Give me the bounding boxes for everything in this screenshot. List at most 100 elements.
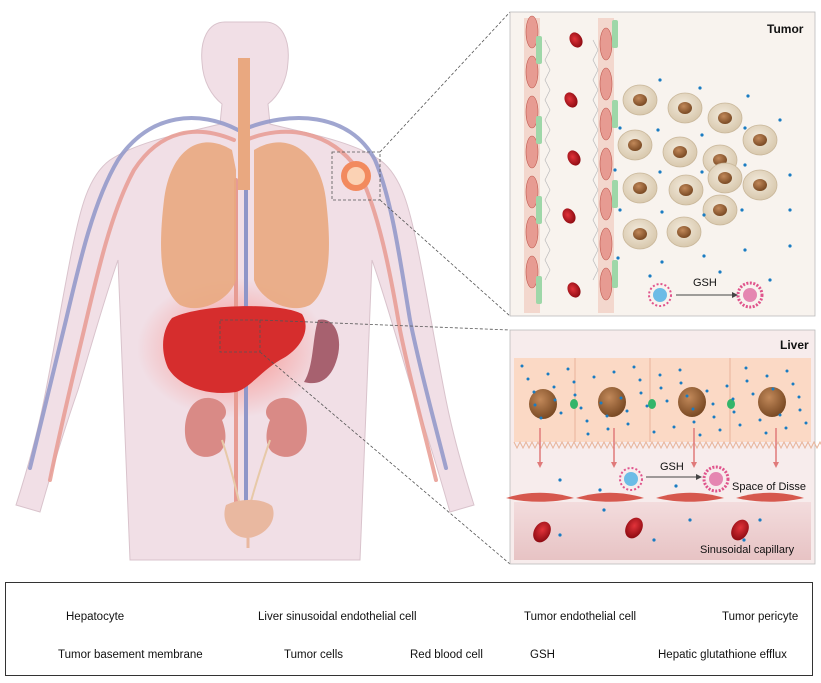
hepatocyte-nucleus	[678, 387, 706, 417]
tumor-endothelial-cell	[525, 55, 539, 89]
gsh-dot	[758, 518, 762, 522]
hepatocyte-granule	[648, 399, 656, 409]
tumor-cell-nucleus	[633, 182, 647, 194]
gsh-dot	[784, 426, 788, 430]
gsh-dot	[573, 393, 577, 397]
red-blood-cell	[533, 521, 551, 543]
gsh-dot	[746, 94, 750, 98]
liver-gsh-arrowhead	[696, 474, 702, 480]
gsh-dot	[652, 430, 656, 434]
efflux-arrowhead	[773, 462, 779, 468]
gsh-dot	[533, 403, 537, 407]
gsh-dot	[718, 270, 722, 274]
hepatocyte-nuclei	[529, 387, 786, 419]
legend-basement-label: Tumor basement membrane	[58, 649, 203, 661]
gsh-dot	[598, 488, 602, 492]
gsh-dot	[743, 248, 747, 252]
gsh-dot	[566, 367, 570, 371]
tumor-endothelial-cell	[599, 187, 613, 221]
gsh-dot	[771, 387, 775, 391]
gsh-dot	[692, 420, 696, 424]
legend-pericyte-label: Tumor pericyte	[722, 611, 799, 623]
gsh-dot	[788, 244, 792, 248]
legend-hepatocyte-label: Hepatocyte	[66, 611, 125, 623]
gsh-dot	[648, 274, 652, 278]
tumor-endothelial-cells	[525, 15, 613, 301]
gsh-dot	[764, 431, 768, 435]
gsh-dot	[660, 210, 664, 214]
tumor-mass-core	[347, 167, 365, 185]
gsh-dot	[742, 538, 746, 542]
tumor-pericyte	[536, 276, 542, 304]
sinusoidal-capillary	[514, 502, 811, 560]
basement-membrane-right	[592, 39, 599, 281]
gsh-dot	[660, 260, 664, 264]
liver-guide-top	[259, 319, 511, 331]
gsh-dot	[532, 390, 536, 394]
gsh-dot	[743, 163, 747, 167]
gsh-dot	[712, 415, 716, 419]
gsh-dot	[705, 389, 709, 393]
gsh-dot	[711, 402, 715, 406]
legend-efflux-label: Hepatic glutathione efflux	[658, 649, 787, 661]
gsh-dot	[698, 433, 702, 437]
tumor-endothelial-cell	[525, 135, 539, 169]
tumor-cell-nucleus	[677, 226, 691, 238]
liver-panel-title: Liver	[780, 338, 809, 352]
gsh-dot	[539, 416, 543, 420]
red-blood-cell	[567, 150, 581, 166]
efflux-arrowhead	[537, 462, 543, 468]
gsh-dot	[652, 538, 656, 542]
tumor-cell-nucleus	[628, 139, 642, 151]
liver-endothelial-cell	[506, 492, 574, 502]
legend-rbc-label: Red blood cell	[410, 649, 483, 661]
gsh-dot	[599, 401, 603, 405]
tumor-nanoparticle-before	[648, 283, 672, 307]
gsh-dot	[605, 414, 609, 418]
gsh-dot	[718, 428, 722, 432]
gsh-dot	[743, 126, 747, 130]
lung-right	[254, 142, 329, 309]
tumor-pericytes	[536, 20, 618, 304]
spleen	[304, 319, 340, 384]
gsh-dot	[632, 365, 636, 369]
gsh-dot	[788, 173, 792, 177]
liver-zoom-box	[219, 319, 261, 353]
gsh-dot	[559, 411, 563, 415]
tumor-cell-nucleus	[718, 112, 732, 124]
red-blood-cell	[562, 208, 576, 224]
glutathione-efflux-arrows	[537, 428, 779, 468]
gsh-dot	[797, 395, 801, 399]
tumor-panel-title: Tumor	[767, 22, 804, 36]
gsh-dot	[698, 86, 702, 90]
tumor-gsh-arrowhead	[732, 292, 738, 298]
red-blood-cell	[731, 519, 749, 541]
tumor-endothelial-cell	[599, 147, 613, 181]
gsh-dot	[658, 78, 662, 82]
liver-nanoparticle-after	[702, 465, 730, 493]
tumor-panel-background	[509, 11, 816, 317]
tumor-endothelial-cell	[599, 27, 613, 61]
tumor-pericyte	[536, 36, 542, 64]
tumor-pericyte	[612, 100, 618, 128]
gsh-dot	[658, 373, 662, 377]
bladder	[224, 499, 274, 538]
gsh-dot	[765, 374, 769, 378]
gsh-dot	[639, 391, 643, 395]
gsh-dot	[702, 254, 706, 258]
liver-nanoparticle-before	[619, 467, 643, 491]
gsh-dot	[744, 366, 748, 370]
tumor-pericyte	[612, 260, 618, 288]
gsh-dot	[788, 208, 792, 212]
gsh-dot	[520, 364, 524, 368]
gsh-dot	[751, 392, 755, 396]
legend-lsec-label: Liver sinusoidal endothelial cell	[258, 611, 417, 623]
tumor-gsh-label: GSH	[693, 277, 717, 289]
liver-gsh-dots	[520, 364, 808, 542]
gsh-dot	[592, 375, 596, 379]
gsh-dot	[679, 381, 683, 385]
tumor-guide-bottom	[379, 199, 511, 317]
gsh-dot	[678, 368, 682, 372]
liver-organ	[163, 306, 306, 393]
